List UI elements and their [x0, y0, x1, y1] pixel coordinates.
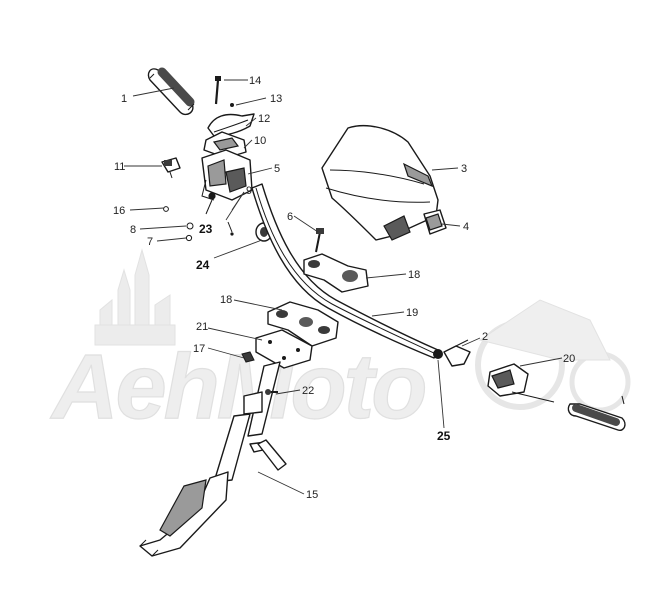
part-steering-column — [213, 361, 281, 483]
part-11-switch — [161, 157, 181, 179]
part-22-bolt — [265, 389, 278, 395]
callout-13: 13 — [270, 93, 282, 105]
part-8-washer — [186, 222, 194, 230]
callout-15: 15 — [306, 489, 318, 501]
part-4-trim — [423, 209, 447, 235]
callout-7: 7 — [147, 236, 153, 248]
callout-21: 21 — [196, 321, 208, 333]
callout-6: 6 — [287, 211, 293, 223]
part-18-lower-clamp — [267, 301, 339, 347]
callout-12: 12 — [258, 113, 270, 125]
part-3-headlight-cover — [321, 125, 439, 241]
callout-20: 20 — [563, 353, 575, 365]
part-18-upper-clamp — [303, 253, 369, 293]
part-13-clip — [230, 103, 234, 107]
part-20-throttle-housing — [487, 363, 555, 403]
callout-25: 25 — [437, 429, 451, 443]
part-7-screw — [185, 234, 193, 242]
callout-4: 4 — [463, 221, 469, 233]
part-23-fastener — [205, 192, 216, 215]
callout-3: 3 — [461, 163, 467, 175]
callout-2: 2 — [482, 331, 488, 343]
watermark-castle-logo — [94, 248, 176, 346]
part-15-sleeve — [257, 439, 287, 471]
callout-24: 24 — [196, 258, 210, 272]
watermark: AehMoto — [49, 248, 631, 439]
callout-18-lower: 18 — [220, 294, 232, 306]
part-right-grip — [567, 395, 626, 431]
leader-lines — [124, 79, 563, 495]
part-16-washer — [163, 206, 169, 212]
part-5-control-housing — [201, 149, 253, 201]
callout-19: 19 — [406, 307, 418, 319]
callout-8: 8 — [130, 224, 136, 236]
callout-1: 1 — [121, 93, 127, 105]
part-14-pin — [214, 76, 221, 105]
part-17-nut — [241, 351, 255, 363]
part-2-right-lever — [443, 339, 471, 367]
callout-23: 23 — [199, 222, 213, 236]
part-1-left-grip — [147, 67, 195, 116]
callout-11: 11 — [114, 161, 125, 173]
callout-22: 22 — [302, 385, 314, 397]
callout-16: 16 — [113, 205, 125, 217]
callout-9: 9 — [246, 185, 252, 197]
part-25-end-cap — [433, 349, 443, 359]
callout-5: 5 — [274, 163, 280, 175]
callout-labels: 1 14 13 12 10 11 5 9 16 8 23 7 24 3 4 6 … — [113, 75, 575, 501]
part-6-bolt — [315, 228, 324, 253]
callout-17: 17 — [193, 343, 205, 355]
part-21-column-plate — [255, 329, 313, 369]
part-12-lever — [207, 113, 255, 137]
part-lower-bracket — [139, 471, 229, 557]
callout-10: 10 — [254, 135, 266, 147]
callout-14: 14 — [249, 75, 261, 87]
part-10-housing-top — [203, 131, 247, 159]
callout-18-upper: 18 — [408, 269, 420, 281]
part-9-screw — [227, 221, 234, 236]
